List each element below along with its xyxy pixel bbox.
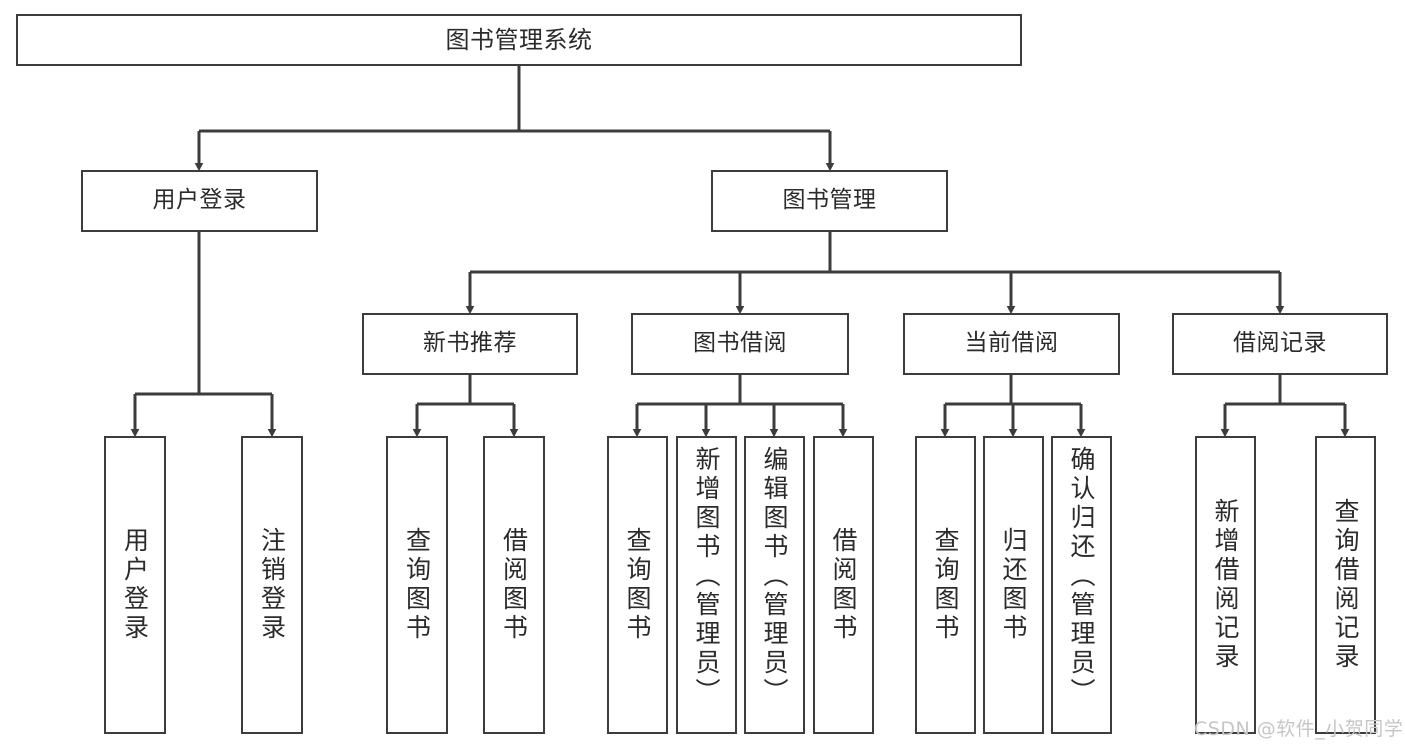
node-current-borrow[interactable]: 当前借阅 <box>903 313 1120 375</box>
node-label: 归还图书 <box>999 527 1028 643</box>
node-label: 新书推荐 <box>423 330 517 357</box>
csdn-watermark: CSDN @软件_小贺同学 <box>1194 718 1404 740</box>
node-label: 新增图书（管理员） <box>692 446 721 707</box>
node-book-borrow[interactable]: 图书借阅 <box>631 313 849 375</box>
node-label: 查询借阅记录 <box>1331 498 1360 672</box>
leaf-current-borrow-return-book[interactable]: 归还图书 <box>983 436 1044 734</box>
leaf-book-borrow-edit-book-admin[interactable]: 编辑图书（管理员） <box>744 436 805 734</box>
node-label: 查询图书 <box>402 527 432 643</box>
leaf-new-book-borrow-book[interactable]: 借阅图书 <box>483 436 545 734</box>
node-label: 借阅图书 <box>499 527 529 643</box>
node-book-management[interactable]: 图书管理 <box>711 170 948 232</box>
node-label: 当前借阅 <box>964 330 1059 357</box>
node-label: 查询图书 <box>623 527 652 643</box>
node-label: 用户登录 <box>152 187 247 214</box>
leaf-user-login-login[interactable]: 用户登录 <box>104 436 166 734</box>
leaf-current-borrow-query-book[interactable]: 查询图书 <box>915 436 976 734</box>
node-book-management-system[interactable]: 图书管理系统 <box>16 14 1022 66</box>
node-label: 用户登录 <box>120 527 150 643</box>
node-label: 图书管理 <box>782 187 877 214</box>
node-user-login[interactable]: 用户登录 <box>81 170 318 232</box>
node-label: 注销登录 <box>257 527 287 643</box>
node-label: 图书管理系统 <box>445 25 593 54</box>
leaf-book-borrow-borrow-book[interactable]: 借阅图书 <box>813 436 874 734</box>
leaf-user-login-logout[interactable]: 注销登录 <box>241 436 303 734</box>
leaf-new-book-query-book[interactable]: 查询图书 <box>386 436 448 734</box>
node-label: 借阅图书 <box>829 527 858 643</box>
node-label: 借阅记录 <box>1233 330 1327 357</box>
node-borrow-record[interactable]: 借阅记录 <box>1172 313 1388 375</box>
leaf-borrow-record-add-record[interactable]: 新增借阅记录 <box>1195 436 1256 734</box>
node-label: 编辑图书（管理员） <box>760 446 789 707</box>
leaf-current-borrow-confirm-return-admin[interactable]: 确认归还（管理员） <box>1051 436 1112 734</box>
leaf-book-borrow-add-book-admin[interactable]: 新增图书（管理员） <box>676 436 737 734</box>
node-label: 新增借阅记录 <box>1211 498 1240 672</box>
node-label: 确认归还（管理员） <box>1067 446 1096 707</box>
node-label: 图书借阅 <box>693 330 787 357</box>
node-label: 查询图书 <box>931 527 960 643</box>
leaf-borrow-record-query-record[interactable]: 查询借阅记录 <box>1315 436 1376 734</box>
leaf-book-borrow-query-book[interactable]: 查询图书 <box>607 436 668 734</box>
node-new-book-recommend[interactable]: 新书推荐 <box>362 313 578 375</box>
